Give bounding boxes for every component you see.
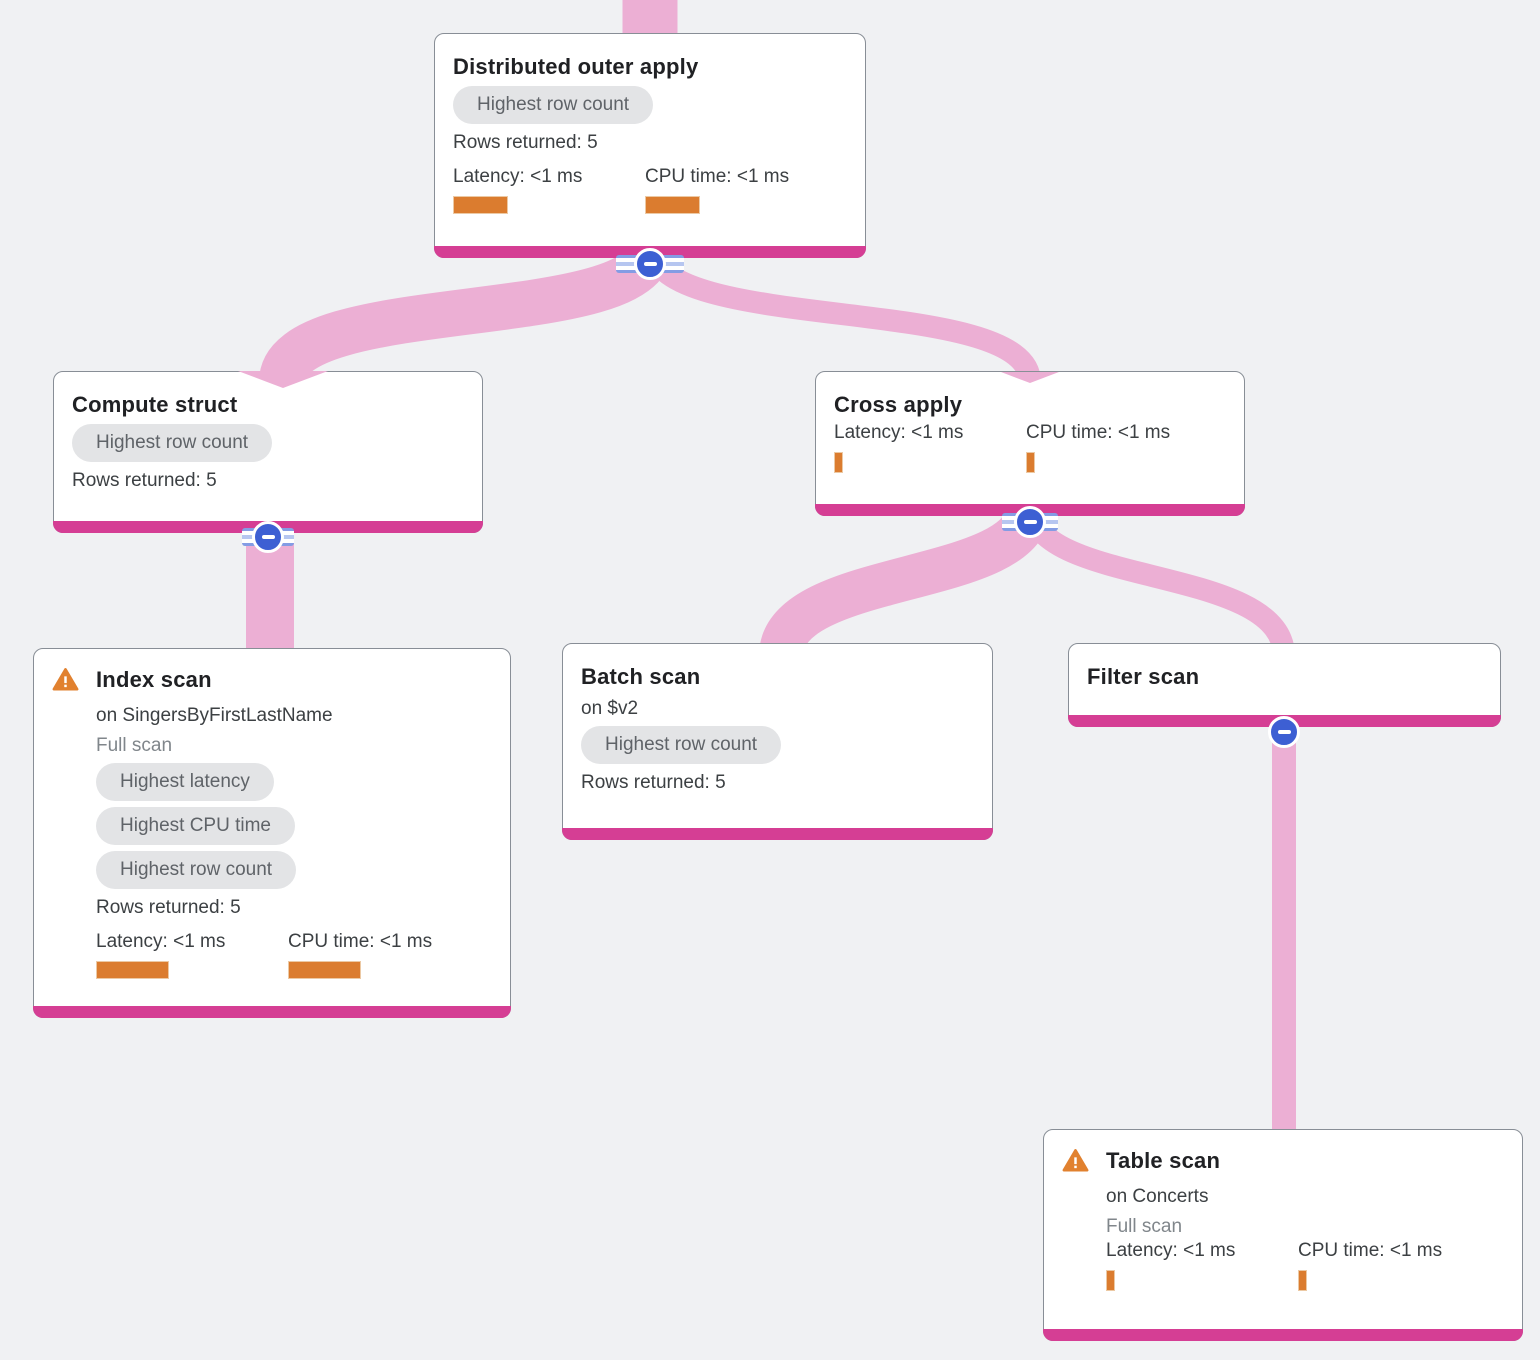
warning-icon bbox=[1062, 1148, 1089, 1172]
link-to-batch-scan bbox=[759, 502, 1051, 659]
collapse-minus-icon bbox=[252, 521, 284, 553]
collapse-minus-icon bbox=[1268, 716, 1300, 748]
node-scan-type: Full scan bbox=[96, 735, 173, 756]
rows-returned: Rows returned: 5 bbox=[72, 470, 217, 491]
collapse-button-distributed-outer-apply[interactable] bbox=[616, 248, 684, 280]
node-card-index-scan[interactable]: Index scan on SingersByFirstLastName Ful… bbox=[33, 648, 511, 1018]
latency-label: Latency: <1 ms bbox=[453, 166, 583, 187]
collapse-button-compute-struct[interactable] bbox=[242, 521, 294, 553]
rows-returned: Rows returned: 5 bbox=[96, 897, 241, 918]
node-title: Filter scan bbox=[1087, 664, 1200, 689]
node-title: Compute struct bbox=[72, 392, 238, 417]
node-accent-bar bbox=[562, 828, 993, 840]
node-title: Cross apply bbox=[834, 392, 963, 417]
node-title: Table scan bbox=[1106, 1148, 1221, 1173]
latency-bar bbox=[1106, 1270, 1115, 1291]
node-card-table-scan[interactable]: Table scan on Concerts Full scan Latency… bbox=[1043, 1129, 1523, 1341]
cpu-time-bar bbox=[288, 961, 361, 979]
node-card-compute-struct[interactable]: Compute struct Highest row count Rows re… bbox=[53, 371, 483, 533]
badge-highest-row-count: Highest row count bbox=[96, 851, 297, 889]
latency-label: Latency: <1 ms bbox=[834, 422, 964, 443]
rows-returned: Rows returned: 5 bbox=[581, 772, 726, 793]
collapse-button-filter-scan[interactable] bbox=[1268, 716, 1300, 748]
badge-highest-cpu-time: Highest CPU time bbox=[96, 807, 295, 845]
node-accent-bar bbox=[1043, 1329, 1523, 1341]
badge-highest-latency: Highest latency bbox=[96, 763, 274, 801]
node-target: on Concerts bbox=[1106, 1186, 1209, 1207]
node-title: Index scan bbox=[96, 667, 212, 692]
link-to-filter-scan bbox=[1020, 504, 1295, 658]
cpu-time-bar bbox=[1026, 452, 1035, 473]
latency-bar bbox=[453, 196, 508, 214]
cpu-time-label: CPU time: <1 ms bbox=[1026, 422, 1171, 443]
node-target: on $v2 bbox=[581, 698, 639, 719]
cpu-time-label: CPU time: <1 ms bbox=[1298, 1240, 1443, 1261]
badge-highest-row-count: Highest row count bbox=[581, 726, 782, 764]
node-card-distributed-outer-apply[interactable]: Distributed outer apply Highest row coun… bbox=[434, 33, 866, 258]
collapse-minus-icon bbox=[634, 248, 666, 280]
badge-highest-row-count: Highest row count bbox=[453, 86, 654, 124]
node-card-filter-scan[interactable]: Filter scan bbox=[1068, 643, 1501, 727]
collapse-button-cross-apply[interactable] bbox=[1002, 506, 1058, 538]
node-title: Batch scan bbox=[581, 664, 701, 689]
link-to-cross-apply bbox=[641, 244, 1041, 384]
link-to-compute-struct bbox=[259, 241, 673, 386]
link-tip-cross-apply bbox=[1001, 372, 1059, 383]
node-target: on SingersByFirstLastName bbox=[96, 705, 333, 726]
node-title: Distributed outer apply bbox=[453, 54, 699, 79]
latency-bar bbox=[834, 452, 843, 473]
warning-icon bbox=[52, 667, 79, 691]
rows-returned: Rows returned: 5 bbox=[453, 132, 598, 153]
latency-label: Latency: <1 ms bbox=[1106, 1240, 1236, 1261]
node-card-batch-scan[interactable]: Batch scan on $v2 Highest row count Rows… bbox=[562, 643, 993, 840]
badge-highest-row-count: Highest row count bbox=[72, 424, 273, 462]
cpu-time-label: CPU time: <1 ms bbox=[645, 166, 790, 187]
collapse-minus-icon bbox=[1014, 506, 1046, 538]
latency-label: Latency: <1 ms bbox=[96, 931, 226, 952]
cpu-time-bar bbox=[1298, 1270, 1307, 1291]
node-scan-type: Full scan bbox=[1106, 1216, 1183, 1237]
cpu-time-bar bbox=[645, 196, 700, 214]
cpu-time-label: CPU time: <1 ms bbox=[288, 931, 433, 952]
node-accent-bar bbox=[33, 1006, 511, 1018]
node-card-cross-apply[interactable]: Cross apply Latency: <1 ms CPU time: <1 … bbox=[815, 371, 1245, 516]
latency-bar bbox=[96, 961, 169, 979]
